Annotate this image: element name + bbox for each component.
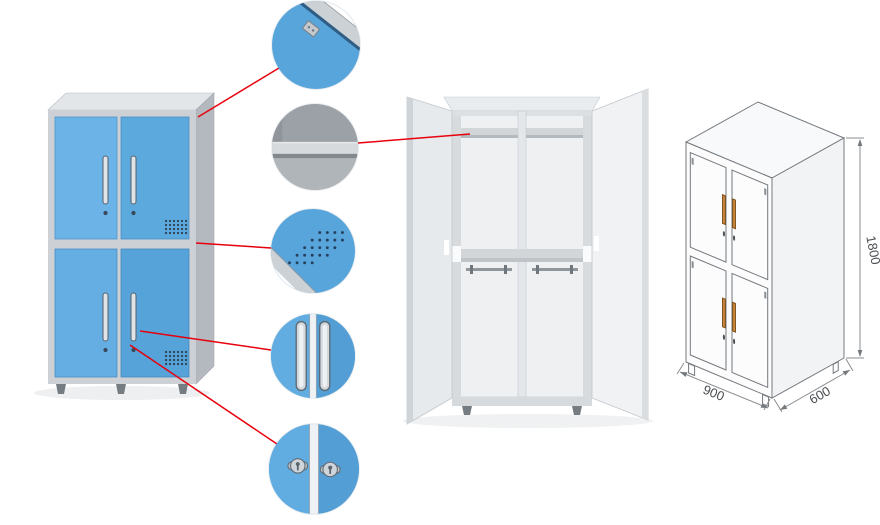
shelf-shadow	[272, 153, 358, 159]
handle-icon	[319, 320, 331, 392]
locker-top-face	[47, 92, 215, 111]
drawing-door-bottom-right	[732, 273, 768, 387]
open-door-right-notch	[594, 236, 599, 251]
drawing-front-face	[686, 142, 772, 408]
drawing-door-bottom-left	[690, 256, 726, 370]
dimension-line-drawing: 1800 900 600	[676, 102, 880, 413]
drawing-foot	[833, 362, 838, 374]
shelf-board	[272, 143, 358, 154]
drawing-locks	[722, 231, 736, 345]
open-locker-feet	[462, 406, 582, 415]
connector-line-locks	[129, 344, 278, 445]
callout-cam-locks-detail	[269, 424, 359, 514]
shelf-side-notch-right	[583, 246, 592, 262]
hinge-plate-icon	[302, 20, 320, 38]
cam-lock-icon	[319, 461, 341, 478]
connector-line-shelf	[357, 133, 471, 144]
drawing-handles	[723, 195, 736, 332]
shelf-side-notch-left	[452, 246, 461, 262]
open-door-right-edge	[642, 89, 648, 420]
open-locker-top	[443, 96, 601, 112]
middle-shelf-shadow	[452, 258, 592, 262]
door-gap	[309, 424, 319, 514]
hanging-rod-right	[532, 265, 578, 274]
vent-holes-bottom-door	[164, 350, 189, 366]
floor-shadow	[403, 414, 653, 428]
hanging-rod-left	[466, 265, 512, 274]
vent-holes-top-door	[164, 219, 189, 235]
open-door-right	[591, 88, 649, 421]
locker-feet	[56, 384, 188, 394]
middle-shelf	[452, 249, 592, 258]
callout-interior-shelf-detail	[272, 104, 358, 190]
door-top-edge-line	[297, 1, 360, 51]
drawing-foot	[689, 364, 695, 376]
callout-connector-lines	[129, 67, 471, 445]
drawing-hinges	[691, 157, 767, 299]
callout-door-handles-detail	[271, 314, 355, 398]
drawing-door-top-right	[732, 170, 768, 280]
door-locks	[103, 210, 136, 353]
dimension-lines	[676, 137, 864, 413]
open-door-left-edge	[407, 97, 413, 424]
width-dimension-label: 900	[701, 382, 727, 404]
drawing-side-face	[772, 138, 844, 398]
depth-dimension-label: 600	[807, 383, 833, 407]
connector-line-hinge	[197, 67, 280, 118]
handle-icon	[295, 320, 307, 392]
open-door-left-notch	[444, 240, 449, 255]
drawing-door-top-left	[690, 153, 726, 263]
connector-line-handles	[139, 330, 272, 351]
height-dimension-label: 1800	[863, 235, 880, 266]
open-door-left	[406, 96, 453, 425]
connector-line-vents	[195, 242, 272, 249]
callout-top-corner-hinge-detail	[272, 1, 360, 89]
vent-holes-icon	[288, 231, 345, 265]
cam-lock-icon	[287, 458, 309, 474]
callout-ventilation-holes-detail	[271, 209, 355, 293]
door-handles	[102, 155, 137, 342]
base-front	[452, 397, 592, 406]
open-locker-render	[403, 88, 653, 428]
door-gap	[309, 314, 317, 398]
dimension-arrows	[680, 139, 863, 410]
closed-locker-render	[34, 92, 215, 400]
